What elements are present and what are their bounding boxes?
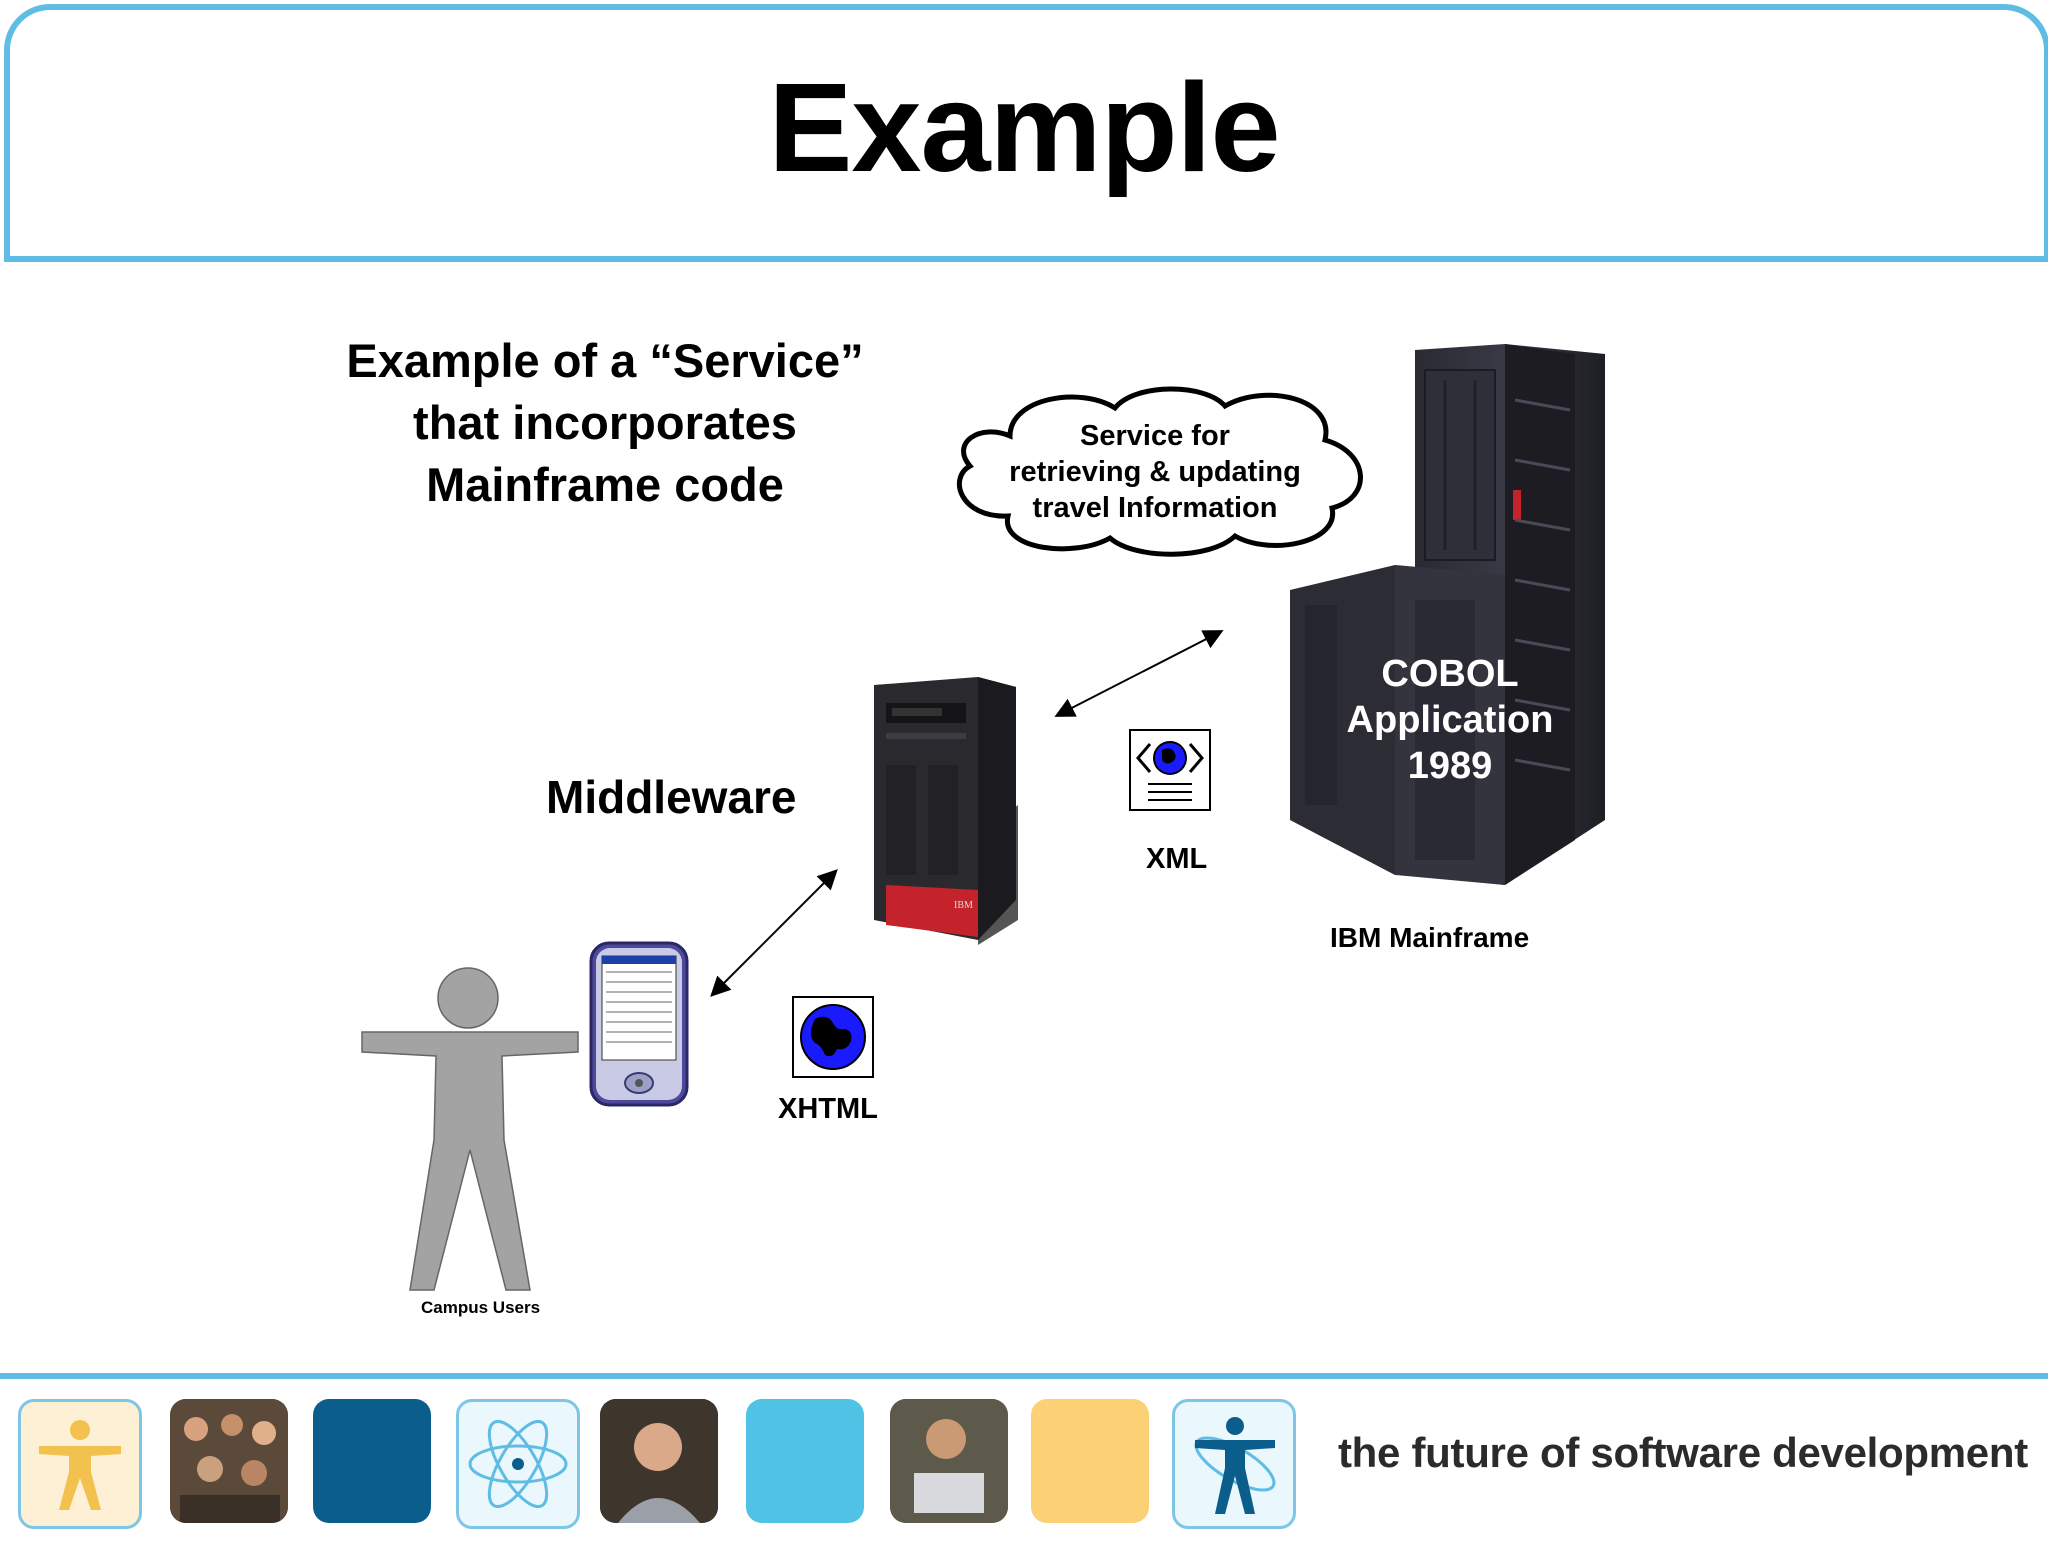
cloud-line: travel Information xyxy=(1032,492,1278,524)
cobol-line: 1989 xyxy=(1407,745,1493,787)
footer-tile-figure-blue xyxy=(1172,1399,1296,1529)
user-figure-icon xyxy=(361,967,579,1291)
campus-users-label: Campus Users xyxy=(421,1298,541,1317)
arrow-pda-middleware xyxy=(710,869,838,997)
cobol-line: Application xyxy=(1346,699,1554,741)
mainframe-icon xyxy=(1290,344,1605,885)
subtitle-line: Mainframe code xyxy=(426,458,784,511)
figure-orbit-logo-icon xyxy=(1194,1417,1276,1514)
subtitle-line: that incorporates xyxy=(413,396,797,449)
subtitle-line: Example of a “Service” xyxy=(346,334,864,387)
figure-logo-icon xyxy=(39,1420,121,1510)
xml-globe-icon xyxy=(1129,729,1211,811)
ibm-mainframe-label: IBM Mainframe xyxy=(1330,922,1530,953)
pda-device-icon xyxy=(589,941,689,1107)
cobol-application-label: COBOL Application 1989 xyxy=(1332,651,1568,789)
footer-tile-figure xyxy=(18,1399,142,1529)
footer-photo-crowd xyxy=(170,1399,288,1523)
globe-document-icon xyxy=(792,996,874,1078)
footer-photo-laptop xyxy=(890,1399,1008,1523)
footer-tile-yellow xyxy=(1031,1399,1149,1523)
cloud-icon xyxy=(957,386,1363,557)
cobol-line: COBOL xyxy=(1381,653,1519,695)
ibm-server-icon: IBM xyxy=(874,677,1018,945)
crowd-photo-icon xyxy=(170,1399,288,1523)
xml-label: XML xyxy=(1146,843,1208,875)
laptop-photo-icon xyxy=(890,1399,1008,1523)
footer-tile-light-blue xyxy=(746,1399,864,1523)
footer-tile-atom xyxy=(456,1399,580,1529)
footer-photo-presenter xyxy=(600,1399,718,1523)
atom-icon xyxy=(468,1419,568,1509)
slide-subtitle: Example of a “Service” that incorporates… xyxy=(300,330,910,516)
middleware-label: Middleware xyxy=(546,771,797,823)
footer-banner: the future of software development xyxy=(0,1373,2048,1542)
arrow-middleware-mainframe xyxy=(1054,630,1224,717)
footer-tile-dark-blue xyxy=(313,1399,431,1523)
svg-text:IBM: IBM xyxy=(954,900,973,911)
header-frame xyxy=(4,4,2048,262)
xhtml-label: XHTML xyxy=(778,1093,878,1125)
cloud-line: retrieving & updating xyxy=(1009,456,1301,488)
presenter-photo-icon xyxy=(600,1399,718,1523)
cloud-line: Service for xyxy=(1080,420,1230,452)
cloud-text: Service for retrieving & updating travel… xyxy=(980,418,1330,526)
footer-tagline: the future of software development xyxy=(1338,1429,2028,1476)
slide-title: Example xyxy=(768,57,1280,198)
